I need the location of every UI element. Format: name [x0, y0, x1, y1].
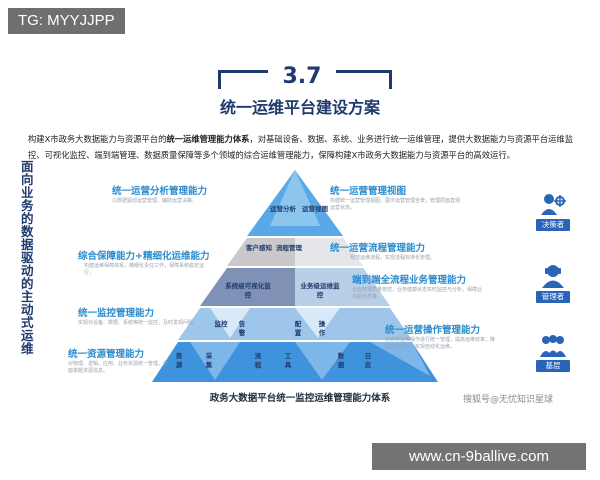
- desc-e2e: 全面数据质量管控，业务健康状态实时监控与分析，保障业务服务质量。: [352, 287, 483, 300]
- role-grassroots: 基层: [536, 360, 570, 372]
- intro-bold: 统一运维管理能力体系: [166, 134, 250, 144]
- pyramid-base-facet-1: [190, 342, 240, 380]
- pyramid-label-mid-top-left: 客户感知: [246, 244, 272, 252]
- page-title: 统一运维平台建设方案: [219, 98, 380, 117]
- pyramid-tier3-right: [295, 268, 390, 306]
- pyramid-top-inner: [270, 170, 320, 226]
- desc-analysis: 以数据驱动运营管理，辅助运营决策。: [112, 198, 198, 204]
- pyramid-tier2-right: [295, 238, 363, 266]
- pyramid-label-monitor-1: 监控: [214, 320, 228, 328]
- pyramid-label-mid-right: 业务级运维监控: [300, 282, 340, 299]
- capability-guarantee: 综合保障能力+精细化运维能力: [78, 251, 210, 262]
- pyramid-label-top-right: 运营视图: [302, 205, 328, 213]
- pyramid-label-monitor-3: 配置: [294, 320, 302, 337]
- pyramid-label-base-3: 流程: [254, 352, 262, 369]
- pyramid-label-top-left: 运营分析: [270, 205, 296, 213]
- capability-e2e: 端到端全流程业务管理能力: [352, 275, 467, 286]
- intro-paragraph: 构建X市政务大数据能力与资源平台的统一运维管理能力体系，对基础设备、数据、系统、…: [28, 131, 584, 163]
- capability-pyramid: [152, 170, 438, 382]
- diagram-caption: 政务大数据平台统一监控运维管理能力体系: [209, 393, 391, 404]
- pyramid-label-base-2: 采集: [205, 352, 213, 369]
- pyramid-base-facet-3: [370, 342, 430, 376]
- pyramid-label-mid-left: 系统级可视化监控: [225, 282, 271, 299]
- intro-text-2: ，对基础设备、数据、系统、业务进行统一运维管理，提供大数据能力与资源平台运维监控…: [28, 134, 574, 160]
- grassroots-icon: [540, 335, 566, 357]
- watermark-top: TG: MYYJJPP: [8, 8, 125, 34]
- pyramid-tier4-facet-2: [295, 308, 340, 338]
- source-credit: 搜狐号@无忧知识星球: [463, 395, 554, 405]
- role-decision: 决策者: [536, 219, 570, 231]
- pyramid-label-mid-top-right: 流程管理: [276, 244, 302, 252]
- pyramid-base-facet-2: [295, 342, 350, 380]
- watermark-bottom: www.cn-9ballive.com: [372, 443, 586, 470]
- pyramid-label-monitor-4: 操作: [318, 320, 326, 337]
- pyramid-label-base-4: 工具: [284, 352, 292, 369]
- capability-analysis: 统一运营分析管理能力: [112, 186, 208, 197]
- desc-guarantee: 构建运维保障体系，精细化责任工作，保障系统稳定运行。: [84, 263, 205, 276]
- manager-icon: [542, 265, 564, 288]
- capability-operation: 统一运营操作管理能力: [385, 325, 481, 336]
- vertical-label: 面向业务的数据驱动的主动式运维: [21, 159, 34, 356]
- capability-view: 统一运营管理视图: [330, 186, 407, 197]
- capability-monitor: 统一监控管理能力: [78, 308, 155, 319]
- desc-view: 构建统一运营管理视图，展示运营管理全景，管理层面直观运营状态。: [330, 198, 461, 211]
- decision-maker-icon: [541, 194, 566, 215]
- pyramid-label-base-1: 资源: [175, 352, 183, 369]
- intro-text-1: 构建X市政务大数据能力与资源平台的: [28, 134, 167, 144]
- pyramid-label-monitor-2: 告警: [238, 320, 246, 337]
- pyramid-tier4-facet-1: [210, 308, 250, 338]
- capability-resource: 统一资源管理能力: [68, 349, 145, 360]
- role-manager: 管理者: [536, 291, 570, 303]
- desc-operation: 对日常运维操作进行统一管理，提高运维效率，降低运维风险，实现自动化运维。: [385, 337, 496, 350]
- section-number: 3.7: [268, 62, 336, 92]
- desc-monitor: 实现对设备、数据、系统等统一监控，及时发现问题。: [78, 320, 199, 326]
- desc-process: 规范运维流程，实现流程标准化管理。: [350, 255, 436, 261]
- desc-resource: 对物理、逻辑、应用、业务资源统一管理，全面掌握资源信息。: [68, 361, 169, 374]
- pyramid-label-base-5: 数据: [337, 352, 345, 369]
- capability-process: 统一运营流程管理能力: [330, 243, 426, 254]
- pyramid-label-base-6: 日志: [364, 352, 372, 369]
